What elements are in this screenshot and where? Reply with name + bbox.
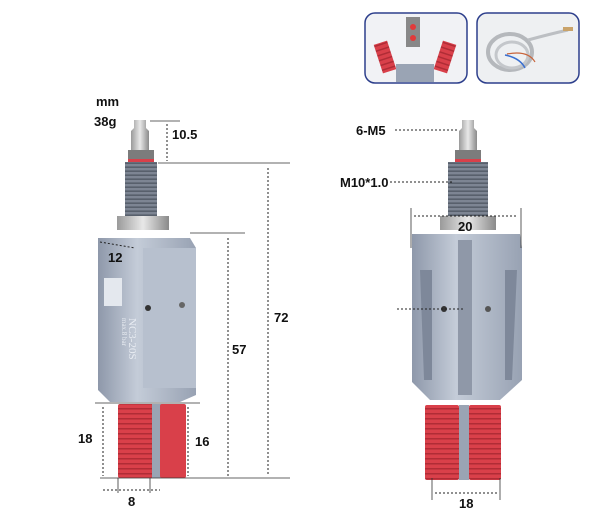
dim-finger-span: 18 (459, 496, 474, 511)
right-dimension-lines (390, 129, 522, 500)
inset-gripper-open (364, 12, 468, 84)
right-gripper-image (412, 120, 522, 480)
inset-sensor-cable (476, 12, 580, 84)
callout-nozzle-thread: 6-M5 (356, 123, 386, 138)
dim-finger-inner-height: 16 (195, 434, 210, 449)
dim-body-height: 57 (232, 342, 247, 357)
left-gripper-image (98, 120, 196, 478)
dim-body-width: 12 (108, 250, 123, 265)
pressure-marking: max.8 bar (120, 318, 128, 346)
callout-mount-thread: M10*1.0 (340, 175, 389, 190)
unit-label: mm (96, 94, 120, 109)
dim-finger-height: 18 (78, 431, 93, 446)
left-dimension-lines (95, 120, 290, 493)
dim-finger-width: 8 (128, 494, 136, 509)
dim-nut-width: 20 (458, 219, 473, 234)
dim-nozzle-height: 10.5 (172, 127, 198, 142)
dim-total-height: 72 (274, 310, 289, 325)
weight-label: 38g (94, 114, 117, 129)
